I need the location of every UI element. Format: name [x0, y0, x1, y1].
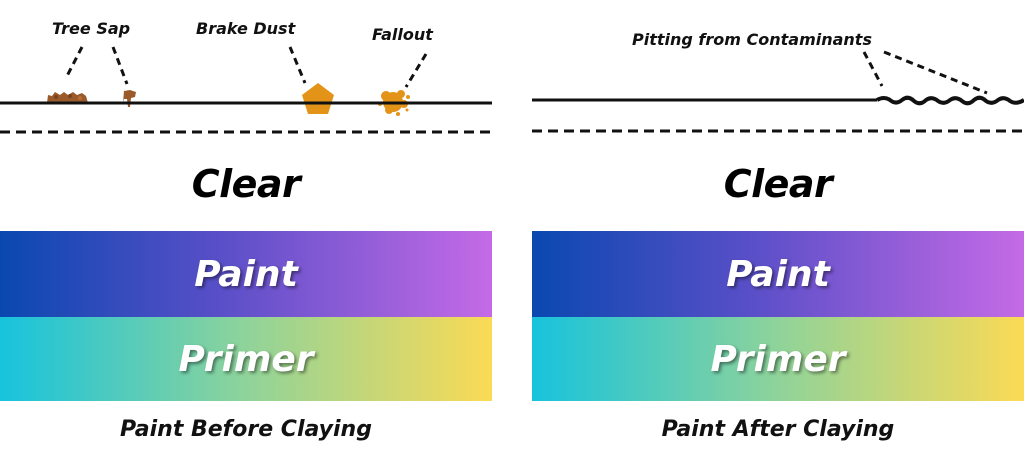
pitted-surface	[876, 95, 1024, 106]
primer-layer: Primer	[532, 317, 1024, 401]
paint-layer-label: Paint	[726, 253, 830, 295]
fallout-label: Fallout	[372, 25, 433, 44]
brake-dust-particle	[302, 83, 334, 114]
clear-coat-label: Clear	[723, 162, 833, 206]
before-caption: Paint Before Claying	[120, 417, 372, 442]
tree-sap-label: Tree Sap	[52, 19, 131, 38]
tree-sap-leader-2	[111, 46, 129, 85]
primer-layer-label: Primer	[710, 338, 846, 380]
brake-dust-leader	[288, 46, 307, 84]
primer-layer: Primer	[0, 317, 492, 401]
tree-sap-drip	[123, 90, 136, 107]
pitting-label: Pitting from Contaminants	[632, 30, 872, 49]
paint-layer: Paint	[0, 231, 492, 317]
pitting-leader-1	[862, 51, 884, 87]
tree-sap-blob	[47, 92, 88, 103]
pitting-leader-2	[883, 50, 988, 95]
tree-sap-leader-1	[64, 46, 84, 79]
paint-layer: Paint	[532, 231, 1024, 317]
after-caption: Paint After Claying	[661, 417, 895, 442]
after-surface-diagram	[532, 50, 1024, 133]
paint-layer-label: Paint	[194, 253, 298, 295]
brake-dust-label: Brake Dust	[196, 19, 296, 38]
before-claying-panel: Tree Sap Brake Dust Fallout	[0, 0, 492, 465]
clear-coat-label: Clear	[191, 162, 301, 206]
primer-layer-label: Primer	[178, 338, 314, 380]
fallout-leader	[404, 53, 428, 88]
after-claying-panel: Pitting from Contaminants Clear Paint Pr…	[532, 0, 1024, 465]
before-surface-diagram	[0, 46, 492, 134]
